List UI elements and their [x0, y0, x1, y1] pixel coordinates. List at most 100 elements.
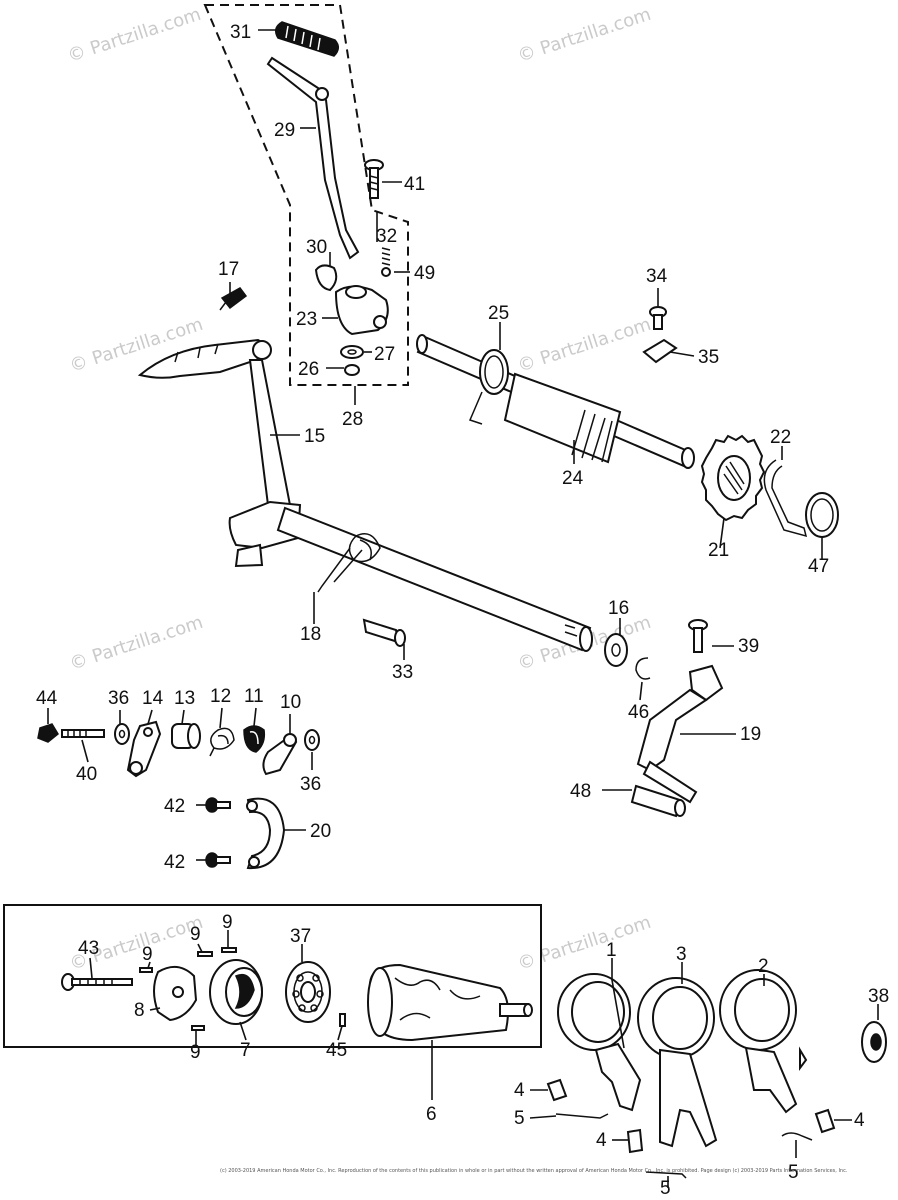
callout-48: 48 [570, 781, 591, 802]
callout-18: 18 [300, 624, 321, 645]
callout-42-b: 42 [164, 852, 185, 873]
callout-9-d: 9 [190, 1042, 201, 1063]
part-38-bearing [861, 1021, 887, 1063]
part-9-pin-b [197, 951, 213, 957]
callout-1: 1 [606, 940, 617, 961]
callout-4-c: 4 [854, 1110, 865, 1131]
watermark-text: © Partzilla.com [515, 912, 654, 975]
part-17-bolt [219, 287, 248, 311]
part-2-shift-fork-left [719, 969, 808, 1114]
part-10-plate [262, 733, 298, 776]
callout-labels: 31 29 41 30 32 49 17 23 27 26 28 15 34 3… [36, 22, 889, 1199]
callout-45: 45 [326, 1040, 347, 1061]
part-34-bolt [649, 306, 667, 330]
part-39-bolt [688, 619, 708, 653]
callout-36-b: 36 [300, 774, 321, 795]
part-21-kick-driven-gear [700, 434, 766, 522]
callout-3: 3 [676, 944, 687, 965]
callout-17: 17 [218, 259, 239, 280]
part-13-collar [171, 723, 201, 749]
part-4-guide-pin-b [626, 1128, 644, 1154]
part-4-guide-pin-c [814, 1108, 836, 1134]
part-20-guide-plate [246, 797, 286, 870]
callout-30: 30 [306, 237, 327, 258]
callout-5-a: 5 [514, 1108, 525, 1129]
part-43-bolt [61, 973, 133, 991]
callout-49: 49 [414, 263, 435, 284]
part-14-drum-stopper-arm [126, 720, 162, 778]
callout-14: 14 [142, 688, 164, 709]
callout-26: 26 [298, 359, 319, 380]
part-9-pin-c [221, 947, 237, 953]
part-33-pin [362, 618, 406, 647]
watermark-text: © Partzilla.com [67, 612, 206, 675]
part-22-ratchet-spring [763, 459, 808, 538]
part-29-gearshift-pedal [266, 56, 360, 260]
callout-27: 27 [374, 344, 395, 365]
callout-42: 42 [164, 796, 185, 817]
part-37-bearing [285, 961, 331, 1023]
part-35-stopper-plate [642, 338, 678, 364]
callout-32: 32 [376, 226, 397, 247]
callout-12: 12 [210, 686, 231, 707]
callout-47: 47 [808, 556, 829, 577]
leader-lines [47, 29, 879, 1188]
callout-43: 43 [78, 938, 99, 959]
callout-20: 20 [310, 821, 331, 842]
callout-2: 2 [758, 956, 769, 977]
callout-21: 21 [708, 540, 729, 561]
part-23-pedal-joint [334, 285, 389, 336]
callout-37: 37 [290, 926, 311, 947]
callout-29: 29 [274, 120, 295, 141]
part-3-shift-fork-center [637, 977, 718, 1148]
part-48-pin [630, 784, 686, 818]
watermark-text: © Partzilla.com [515, 4, 654, 67]
callout-33: 33 [392, 662, 413, 683]
pedal-group-outline [203, 4, 409, 386]
part-45-pin [339, 1013, 346, 1027]
callout-6: 6 [426, 1104, 437, 1125]
part-4-guide-pin-a [546, 1078, 568, 1102]
callout-13: 13 [174, 688, 195, 709]
copyright-footer: (c) 2003-2019 American Honda Motor Co., … [220, 1168, 848, 1174]
callout-5-c: 5 [788, 1162, 799, 1183]
part-36-washer-2 [304, 729, 320, 751]
part-30-boot [314, 264, 338, 292]
part-18-return-spring [317, 533, 381, 593]
callout-34: 34 [646, 266, 668, 287]
part-42-screw-2 [205, 852, 231, 868]
part-27-washer [340, 345, 364, 359]
callout-9-a: 9 [142, 944, 153, 965]
callout-36: 36 [108, 688, 129, 709]
part-32-spring [381, 247, 391, 266]
callout-24: 24 [562, 468, 584, 489]
callout-15: 15 [304, 426, 325, 447]
part-15-shift-arm-upper [137, 338, 272, 379]
part-5-cotter-pin-c [781, 1132, 813, 1141]
callout-19: 19 [740, 724, 761, 745]
callout-41: 41 [404, 174, 425, 195]
callout-16: 16 [608, 598, 629, 619]
part-41-bolt [364, 159, 384, 199]
watermark-text: © Partzilla.com [65, 4, 204, 67]
callout-46: 46 [628, 702, 649, 723]
callout-8: 8 [134, 1000, 145, 1021]
part-15-gearshift-spindle [276, 506, 593, 652]
callout-40: 40 [76, 764, 97, 785]
callout-9-b: 9 [190, 924, 201, 945]
callout-28: 28 [342, 409, 363, 430]
callout-5-b: 5 [660, 1178, 671, 1199]
part-19-kick-starter-arm [636, 664, 724, 804]
part-42-screw [205, 797, 231, 813]
part-36-washer [114, 723, 130, 745]
callout-38: 38 [868, 986, 889, 1007]
part-16-washer [604, 633, 628, 667]
callout-23: 23 [296, 309, 317, 330]
callout-4-b: 4 [596, 1130, 607, 1151]
part-12-spring [209, 727, 235, 757]
part-9-pin-d [191, 1025, 205, 1031]
callout-7: 7 [240, 1040, 251, 1061]
part-46-circlip [635, 657, 651, 680]
